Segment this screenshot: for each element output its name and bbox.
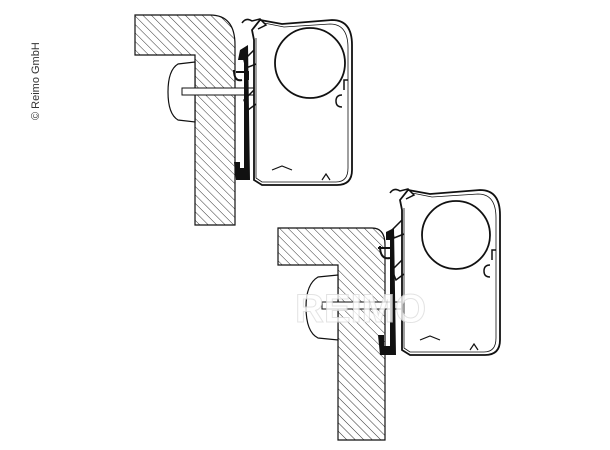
vehicle-wall-top bbox=[134, 14, 236, 226]
bottom-mounting-view bbox=[277, 188, 501, 441]
watermark: REIMO bbox=[295, 287, 426, 331]
adapter-bracket-bottom bbox=[378, 228, 396, 355]
bolt-top bbox=[181, 87, 255, 96]
top-mounting-view bbox=[134, 14, 353, 226]
adapter-bracket-top bbox=[234, 45, 250, 180]
awning-roller-bottom bbox=[421, 200, 491, 270]
vehicle-wall-bottom bbox=[277, 227, 386, 441]
awning-roller-top bbox=[274, 27, 346, 99]
